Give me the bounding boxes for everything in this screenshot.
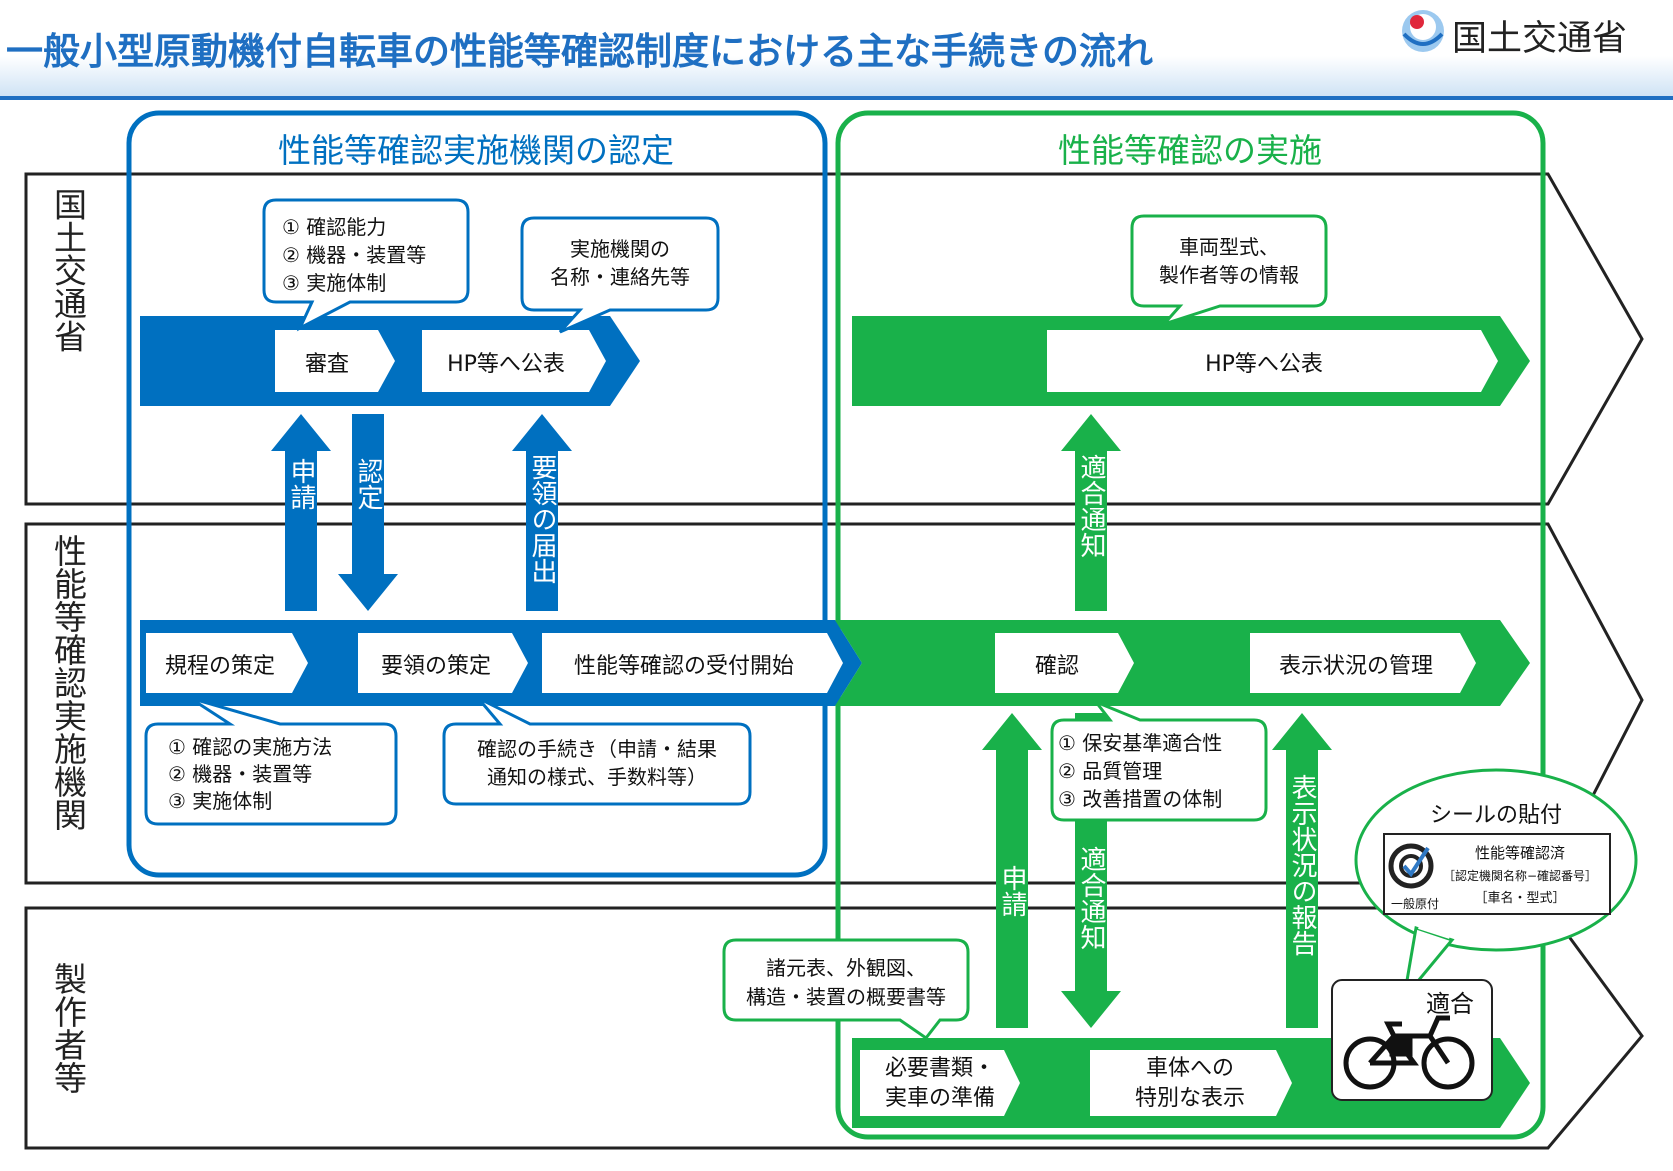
row-label-mlit: 国土交通省	[49, 188, 88, 353]
step-display-mgmt-label: 表示状況の管理	[1279, 654, 1433, 679]
arrow-conformity-up: 適合通知	[1061, 414, 1121, 611]
logo-icon	[1402, 10, 1444, 52]
step-review-label: 審査	[305, 352, 349, 377]
step-guidelines	[358, 633, 528, 693]
callout-review-item-3: ③ 実施体制	[282, 271, 386, 295]
step-publish-left	[422, 330, 606, 392]
step-reception-label: 性能等確認の受付開始	[574, 654, 794, 679]
step-confirm-label: 確認	[1035, 654, 1079, 679]
section-title-right: 性能等確認の実施	[1058, 131, 1322, 170]
step-rules	[146, 633, 308, 693]
callout-documents: 諸元表、外観図、 構造・装置の概要書等	[722, 938, 970, 1041]
callout-rules-item-1: ① 確認の実施方法	[168, 735, 332, 759]
callout-review-item-1: ① 確認能力	[282, 215, 386, 239]
step-publish-left-label: HP等へ公表	[447, 352, 565, 377]
seal-line2: ［認定機関名称−確認番号］	[1443, 868, 1597, 883]
step-marking-line1: 車体への	[1146, 1056, 1234, 1081]
step-marking-line2: 特別な表示	[1135, 1086, 1245, 1111]
arrow-conformity-up-label: 適合通知	[1076, 454, 1106, 558]
callout-rules-item-2: ② 機器・装置等	[168, 762, 312, 786]
callout-documents-line1: 諸元表、外観図、	[766, 956, 926, 980]
arrow-display-report-label: 表示状況の報告	[1287, 774, 1317, 956]
callout-check-item-2: ② 品質管理	[1058, 759, 1162, 783]
callout-procedure-line2: 通知の様式、手数料等）	[487, 765, 707, 789]
callout-check-item-1: ① 保安基準適合性	[1058, 731, 1222, 755]
seal-badge: 一般原付	[1391, 896, 1439, 911]
callout-check-item-3: ③ 改善措置の体制	[1058, 787, 1222, 811]
step-rules-label: 規程の策定	[165, 654, 275, 679]
callout-institution-info-line2: 名称・連絡先等	[550, 265, 690, 289]
step-display-mgmt	[1250, 633, 1476, 693]
step-prepare-line2: 実車の準備	[885, 1086, 995, 1111]
section-frame-left	[126, 110, 828, 878]
callout-rules-item-3: ③ 実施体制	[168, 789, 272, 813]
arrow-apply-left: 申請	[271, 414, 331, 611]
callout-procedure: 確認の手続き（申請・結果 通知の様式、手数料等）	[442, 696, 752, 806]
step-marking	[1090, 1050, 1292, 1116]
arrow-notify-guidelines-label: 要領の届出	[527, 454, 557, 584]
callout-rules-items: ① 確認の実施方法 ② 機器・装置等 ③ 実施体制	[144, 696, 398, 826]
row-label-manufacturer: 製作者等	[49, 962, 88, 1094]
step-guidelines-label: 要領の策定	[381, 654, 491, 679]
callout-procedure-line1: 確認の手続き（申請・結果	[477, 737, 717, 761]
arrow-apply-right-label: 申請	[997, 865, 1027, 917]
seal-line3: ［車名・型式］	[1474, 890, 1565, 906]
callout-review-item-2: ② 機器・装置等	[282, 243, 426, 267]
seal-line1: 性能等確認済	[1475, 844, 1565, 862]
lane-mlit	[24, 172, 1644, 506]
step-prepare	[860, 1050, 1020, 1116]
callout-vehicle-info-line2: 製作者等の情報	[1159, 263, 1299, 287]
step-confirm	[995, 633, 1134, 693]
arrow-display-report: 表示状況の報告	[1272, 713, 1332, 1028]
arrow-notify-guidelines: 要領の届出	[512, 414, 572, 611]
step-reception	[542, 633, 843, 693]
arrow-certify-label: 認定	[353, 458, 383, 510]
arrow-apply-left-label: 申請	[286, 458, 316, 510]
callout-vehicle-info: 車両型式、 製作者等の情報	[1130, 214, 1328, 328]
callout-check-items: ① 保安基準適合性 ② 品質管理 ③ 改善措置の体制	[1050, 698, 1268, 822]
row-label-institution: 性能等確認実施機関	[49, 534, 88, 831]
callout-institution-info: 実施機関の 名称・連絡先等	[520, 216, 720, 334]
logo-text: 国土交通省	[1452, 19, 1627, 59]
callout-institution-info-line1: 実施機関の	[570, 237, 670, 261]
step-prepare-line1: 必要書類・	[885, 1056, 995, 1081]
arrow-certify: 認定	[338, 414, 398, 611]
section-title-left: 性能等確認実施機関の認定	[278, 131, 674, 170]
callout-review-items: ① 確認能力 ② 機器・装置等 ③ 実施体制	[262, 198, 470, 332]
page-title: 一般小型原動機付自転車の性能等確認制度における主な手続きの流れ	[6, 30, 1153, 73]
step-publish-right	[1047, 330, 1498, 392]
callout-vehicle-info-line1: 車両型式、	[1179, 235, 1279, 259]
lane-institution	[24, 522, 1644, 885]
step-publish-right-label: HP等へ公表	[1205, 352, 1323, 377]
bicycle-icon	[1343, 1015, 1475, 1090]
seal-check-icon	[1388, 843, 1434, 889]
step-review	[275, 330, 395, 392]
callout-documents-line2: 構造・装置の概要書等	[746, 985, 946, 1009]
seal-bubble: シールの貼付 一般原付 性能等確認済 ［認定機関名称−確認番号］ ［車名・型式］	[1354, 768, 1638, 1004]
seal-heading: シールの貼付	[1430, 803, 1562, 828]
arrow-conformity-down-label: 適合通知	[1076, 846, 1106, 950]
title-bar-background	[0, 56, 1673, 96]
bike-label: 適合	[1426, 990, 1474, 1018]
arrow-apply-right: 申請	[982, 713, 1042, 1028]
